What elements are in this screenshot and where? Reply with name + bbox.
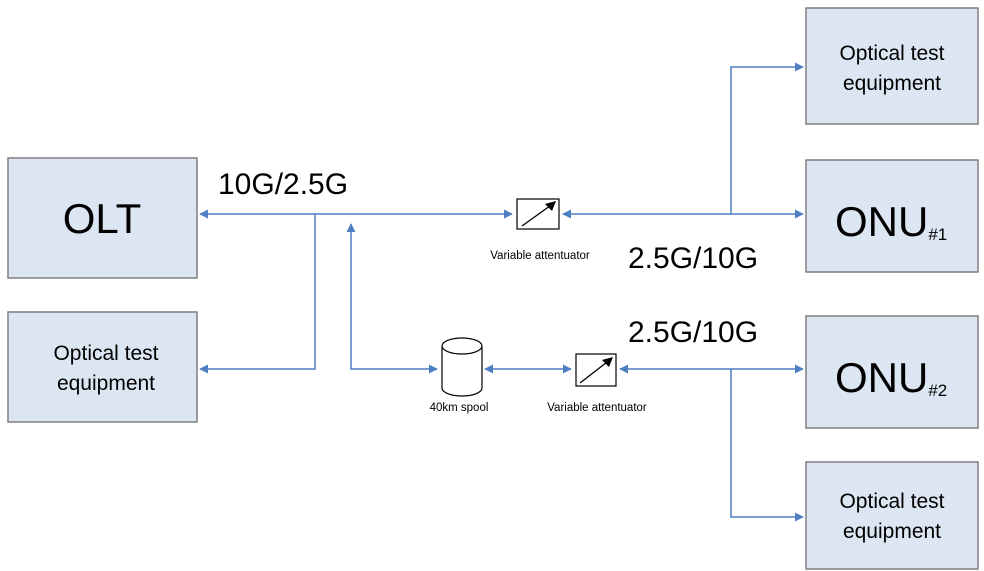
attenuator1-label: Variable attentuator [490,250,590,262]
test-onu1-line2: equipment [843,72,941,95]
test-onu2-line1: Optical test [839,490,944,513]
onu2-box: ONU#2 [805,315,979,429]
link-to-spool [346,223,438,374]
olt-box: OLT [7,157,198,279]
variable-attenuator-1-icon [516,198,560,230]
test-olt-line2: equipment [57,372,155,395]
rate-onu2: 2.5G/10G [628,316,758,349]
rate-upstream: 10G/2.5G [218,168,348,201]
test-olt-line1: Optical test [53,342,158,365]
link-onu1-test [730,62,804,214]
onu2-name: ONU [835,354,928,401]
onu1-box: ONU#1 [805,159,979,273]
olt-label: OLT [63,195,142,242]
optical-test-equipment-olt: Optical test equipment [7,311,198,423]
onu2-label: ONU#2 [835,354,947,401]
onu2-sub: #2 [928,381,947,400]
optical-test-equipment-onu2: Optical test equipment [805,461,979,570]
variable-attenuator-2-icon [575,353,617,387]
attenuator2-label: Variable attentuator [547,402,647,414]
test-onu2-line2: equipment [843,520,941,543]
link-olt-test [199,214,316,374]
test-onu1-line1: Optical test [839,42,944,65]
link-onu2-test [730,369,804,522]
onu1-label: ONU#1 [835,198,947,245]
onu1-sub: #1 [928,225,947,244]
onu1-name: ONU [835,198,928,245]
fiber-links [199,62,804,522]
spool-label: 40km spool [430,402,489,414]
optical-test-equipment-onu1: Optical test equipment [805,7,979,125]
rate-onu1: 2.5G/10G [628,242,758,275]
fiber-spool-icon [441,337,483,397]
